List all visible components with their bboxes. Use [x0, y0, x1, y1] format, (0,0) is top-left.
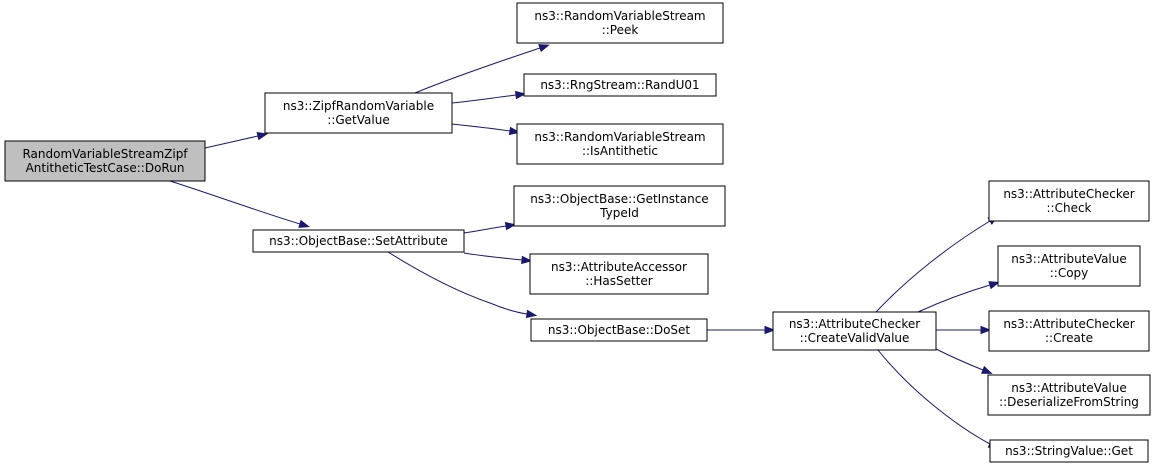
edge-arrowhead [525, 309, 538, 319]
edge-arrowhead [514, 90, 527, 100]
node-n13[interactable]: ns3::AttributeValue::DeserializeFromStri… [987, 374, 1151, 416]
edge-line [387, 251, 528, 315]
edge-line [877, 349, 991, 445]
node-label-line: ns3::ObjectBase::GetInstance [530, 192, 708, 206]
node-label-line: ns3::ObjectBase::SetAttribute [269, 234, 448, 248]
edge-n2-n7 [463, 252, 533, 265]
node-box [529, 253, 709, 295]
edge-line [451, 123, 511, 132]
edge-line [917, 284, 991, 313]
node-box [772, 311, 937, 351]
node-label-line: ::Peek [602, 23, 639, 37]
node-label-line: ns3::AttributeValue [1011, 252, 1127, 266]
node-box [264, 92, 453, 134]
edge-n1-n5 [451, 123, 521, 136]
node-label-line: ns3::ZipfRandomVariable [283, 99, 434, 113]
node-box [513, 185, 726, 227]
node-label-line: ::Copy [1050, 266, 1089, 280]
node-label-line: ns3::AttributeAccessor [551, 260, 687, 274]
node-n11[interactable]: ns3::AttributeValue::Copy [997, 245, 1141, 287]
node-label-line: ::CreateValidValue [800, 331, 910, 345]
node-box [4, 140, 206, 182]
node-label-line: ns3::RngStream::RandU01 [540, 78, 699, 92]
node-n2[interactable]: ns3::ObjectBase::SetAttribute [252, 229, 465, 253]
edge-n9-n12 [936, 325, 992, 335]
nodes-layer: RandomVariableStreamZipfAntitheticTestCa… [4, 2, 1151, 463]
node-box [987, 374, 1151, 416]
edge-arrowhead [980, 325, 992, 335]
node-box [530, 318, 708, 342]
node-box [516, 2, 724, 44]
edge-line [204, 135, 259, 149]
edge-arrowhead [988, 281, 1000, 290]
edge-arrowhead [980, 365, 993, 374]
edge-arrowhead [521, 255, 533, 265]
node-label-line: TypeId [599, 206, 639, 220]
node-n8[interactable]: ns3::ObjectBase::DoSet [530, 318, 708, 342]
edge-n9-n14 [877, 349, 1000, 449]
node-label-line: ns3::RandomVariableStream [534, 9, 705, 23]
node-n5[interactable]: ns3::RandomVariableStream::IsAntithetic [516, 123, 724, 165]
edge-line [935, 348, 984, 371]
node-label-line: AntitheticTestCase::DoRun [26, 161, 185, 175]
edge-n0-n1 [204, 131, 269, 149]
node-label-line: ::GetValue [327, 113, 389, 127]
node-box [252, 229, 465, 253]
edge-arrowhead [504, 221, 517, 231]
node-label-line: ns3::AttributeChecker [1003, 187, 1134, 201]
node-label-line: ::IsAntithetic [582, 144, 658, 158]
edge-arrowhead [764, 325, 776, 335]
node-n10[interactable]: ns3::AttributeChecker::Check [988, 180, 1150, 222]
node-n14[interactable]: ns3::StringValue::Get [989, 439, 1149, 463]
edge-n1-n4 [451, 90, 527, 104]
node-label-line: ::Create [1045, 331, 1093, 345]
node-n12[interactable]: ns3::AttributeChecker::Create [988, 310, 1150, 352]
node-label-line: ::DeserializeFromString [999, 395, 1139, 409]
edge-arrowhead [256, 131, 269, 141]
node-label-line: RandomVariableStreamZipf [22, 147, 188, 161]
node-n1[interactable]: ns3::ZipfRandomVariable::GetValue [264, 92, 453, 134]
edge-line [463, 252, 523, 261]
edge-line [875, 220, 991, 313]
node-n9[interactable]: ns3::AttributeChecker::CreateValidValue [772, 311, 937, 351]
node-n0[interactable]: RandomVariableStreamZipfAntitheticTestCa… [4, 140, 206, 182]
edge-n9-n11 [917, 281, 1000, 313]
node-label-line: ns3::StringValue::Get [1005, 444, 1133, 458]
edge-arrowhead [298, 219, 310, 228]
edge-n2-n6 [463, 221, 517, 234]
node-label-line: ns3::ObjectBase::DoSet [548, 323, 691, 337]
node-box [988, 310, 1150, 352]
edge-n1-n3 [414, 44, 550, 94]
node-box [988, 180, 1150, 222]
node-box [523, 73, 717, 97]
node-box [997, 245, 1141, 287]
node-box [989, 439, 1149, 463]
node-label-line: ::HasSetter [585, 274, 653, 288]
edges-layer [169, 44, 1000, 449]
node-label-line: ns3::RandomVariableStream [534, 130, 705, 144]
edge-n8-n9 [707, 325, 776, 335]
edge-line [463, 225, 507, 234]
edge-line [451, 94, 517, 104]
edge-line [414, 47, 541, 94]
edge-arrowhead [538, 44, 550, 53]
node-label-line: ::Check [1047, 201, 1092, 215]
node-n4[interactable]: ns3::RngStream::RandU01 [523, 73, 717, 97]
node-box [516, 123, 724, 165]
node-label-line: ns3::AttributeValue [1011, 381, 1127, 395]
node-label-line: ns3::AttributeChecker [789, 317, 920, 331]
node-n7[interactable]: ns3::AttributeAccessor::HasSetter [529, 253, 709, 295]
node-n3[interactable]: ns3::RandomVariableStream::Peek [516, 2, 724, 44]
edge-line [169, 180, 301, 225]
edge-n9-n10 [875, 215, 999, 313]
node-label-line: ns3::AttributeChecker [1003, 317, 1134, 331]
edge-n0-n2 [169, 180, 310, 228]
edge-n2-n8 [387, 251, 538, 319]
edge-n9-n13 [935, 348, 993, 374]
